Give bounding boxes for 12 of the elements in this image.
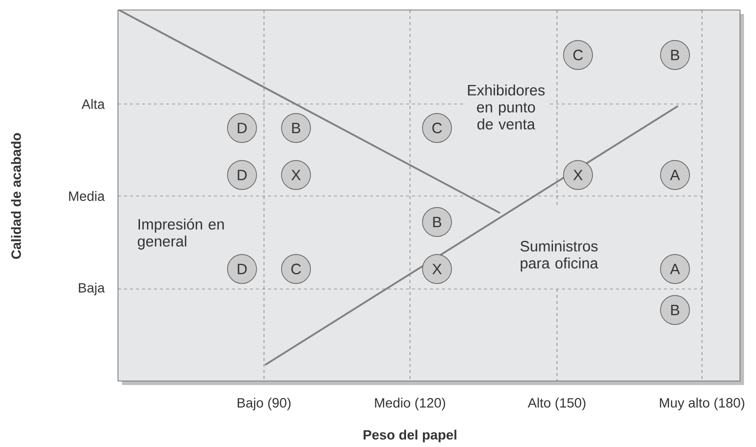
tick-label: Muy alto (180) xyxy=(660,398,744,410)
region-label: Suministros para oficina xyxy=(510,238,608,274)
tick-label: Media xyxy=(69,191,105,201)
tick-label: Bajo (90) xyxy=(238,398,291,410)
tick-label: Medio (120) xyxy=(375,398,446,410)
tick-label: Baja xyxy=(78,282,105,296)
axis-title: Calidad de acabado xyxy=(11,133,21,259)
axis-title: Peso del papel xyxy=(364,430,456,442)
tick-label: Alto (150) xyxy=(528,398,586,410)
tick-label: Alta xyxy=(82,99,105,109)
region-label: Exhibidores en punto de venta xyxy=(464,82,548,132)
region-label: Impresión en general xyxy=(135,216,230,252)
